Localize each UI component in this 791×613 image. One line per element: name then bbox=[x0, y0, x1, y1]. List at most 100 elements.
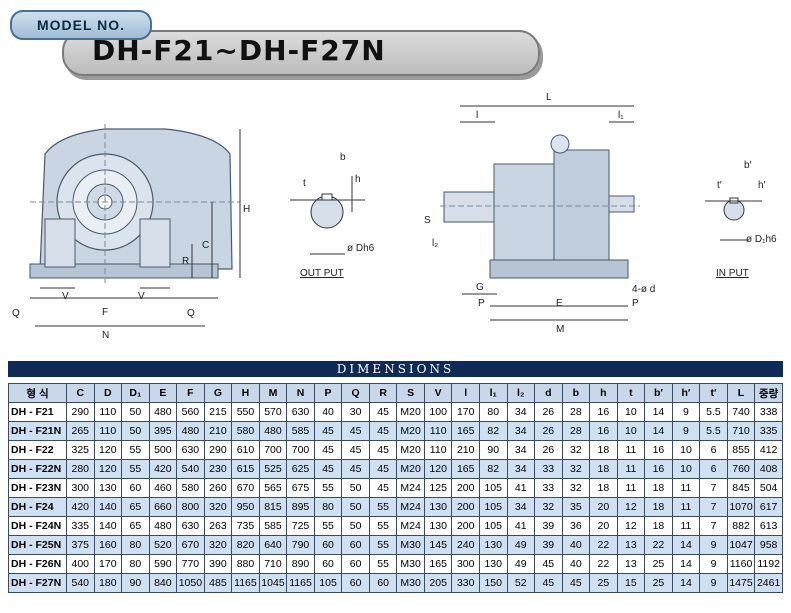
label-dia-D1: ø D₁h6 bbox=[746, 234, 777, 245]
table-cell: 120 bbox=[423, 459, 453, 479]
table-cell: 34 bbox=[506, 402, 536, 422]
table-cell: 845 bbox=[726, 478, 756, 498]
table-cell: 660 bbox=[148, 497, 178, 517]
table-cell: 855 bbox=[726, 440, 756, 460]
table-cell: 25 bbox=[644, 554, 673, 574]
table-cell: 55 bbox=[121, 459, 150, 479]
table-cell: 770 bbox=[176, 554, 205, 574]
table-cell: 1160 bbox=[726, 554, 756, 574]
table-cell: 11 bbox=[616, 440, 646, 460]
table-cell: 20 bbox=[589, 497, 618, 517]
table-cell: 140 bbox=[93, 516, 123, 536]
table-cell: 230 bbox=[203, 459, 233, 479]
table-cell: 950 bbox=[231, 497, 260, 517]
table-cell: 160 bbox=[93, 535, 123, 555]
table-cell: 65 bbox=[121, 497, 150, 517]
table-cell: 40 bbox=[561, 554, 591, 574]
table-cell: 9 bbox=[699, 573, 728, 593]
table-cell: 45 bbox=[341, 440, 370, 460]
table-cell: 39 bbox=[534, 516, 563, 536]
label-P-left: P bbox=[478, 298, 485, 309]
table-cell: 50 bbox=[341, 516, 370, 536]
table-cell: 120 bbox=[93, 440, 123, 460]
label-Q-right: Q bbox=[187, 308, 195, 319]
table-cell: 165 bbox=[451, 421, 480, 441]
table-cell: 34 bbox=[506, 440, 536, 460]
table-cell: 210 bbox=[451, 440, 480, 460]
header-cell: L bbox=[726, 383, 756, 403]
label-l1: l₁ bbox=[618, 110, 624, 121]
table-cell: 480 bbox=[148, 516, 178, 536]
table-cell: 1165 bbox=[231, 573, 260, 593]
table-cell: 110 bbox=[423, 421, 453, 441]
model-cell: DH - F21N bbox=[8, 421, 67, 441]
table-cell: 105 bbox=[313, 573, 343, 593]
table-cell: 90 bbox=[478, 440, 508, 460]
table-cell: 820 bbox=[231, 535, 260, 555]
table-cell: 412 bbox=[754, 440, 783, 460]
header-cell: l₁ bbox=[478, 383, 508, 403]
table-cell: 5.5 bbox=[699, 402, 728, 422]
table-cell: 105 bbox=[478, 478, 508, 498]
table-cell: 700 bbox=[286, 440, 315, 460]
table-cell: 570 bbox=[258, 402, 288, 422]
label-t: t bbox=[303, 178, 306, 189]
table-cell: 375 bbox=[66, 535, 95, 555]
table-cell: 585 bbox=[258, 516, 288, 536]
table-cell: 700 bbox=[258, 440, 288, 460]
table-cell: 45 bbox=[368, 402, 398, 422]
label-b: b bbox=[340, 152, 346, 163]
label-h: h bbox=[355, 174, 361, 185]
table-cell: 14 bbox=[644, 421, 673, 441]
table-cell: 105 bbox=[478, 497, 508, 517]
table-cell: 60 bbox=[341, 535, 370, 555]
table-cell: 580 bbox=[231, 421, 260, 441]
label-bolt-4d: 4-ø d bbox=[632, 284, 655, 295]
table-cell: M20 bbox=[396, 440, 425, 460]
table-cell: 6 bbox=[699, 459, 728, 479]
table-cell: 725 bbox=[286, 516, 315, 536]
table-cell: 41 bbox=[506, 516, 536, 536]
label-S: S bbox=[424, 215, 431, 226]
table-cell: 60 bbox=[313, 554, 343, 574]
table-cell: 50 bbox=[121, 421, 150, 441]
table-cell: 50 bbox=[341, 478, 370, 498]
model-cell: DH - F22 bbox=[8, 440, 67, 460]
table-cell: 34 bbox=[506, 421, 536, 441]
table-cell: 1165 bbox=[286, 573, 315, 593]
header-cell: E bbox=[148, 383, 178, 403]
table-cell: 180 bbox=[93, 573, 123, 593]
table-cell: 105 bbox=[478, 516, 508, 536]
table-cell: 33 bbox=[534, 478, 563, 498]
table-cell: 170 bbox=[93, 554, 123, 574]
table-cell: 590 bbox=[148, 554, 178, 574]
header-cell: Q bbox=[341, 383, 370, 403]
table-cell: 958 bbox=[754, 535, 783, 555]
table-cell: 320 bbox=[203, 535, 233, 555]
table-cell: 895 bbox=[286, 497, 315, 517]
table-cell: M24 bbox=[396, 497, 425, 517]
table-cell: 540 bbox=[66, 573, 95, 593]
table-cell: 110 bbox=[93, 402, 123, 422]
header-cell: F bbox=[176, 383, 205, 403]
table-cell: 9 bbox=[699, 554, 728, 574]
table-cell: 22 bbox=[589, 554, 618, 574]
table-cell: 260 bbox=[203, 478, 233, 498]
table-cell: 630 bbox=[176, 440, 205, 460]
table-cell: 840 bbox=[148, 573, 178, 593]
table-cell: 16 bbox=[644, 440, 673, 460]
table-cell: 215 bbox=[203, 402, 233, 422]
table-cell: 630 bbox=[286, 402, 315, 422]
table-cell: 560 bbox=[176, 402, 205, 422]
table-cell: 338 bbox=[754, 402, 783, 422]
table-cell: 18 bbox=[589, 478, 618, 498]
table-cell: M30 bbox=[396, 535, 425, 555]
output-label: OUT PUT bbox=[300, 268, 344, 279]
table-cell: 130 bbox=[93, 478, 123, 498]
table-cell: 32 bbox=[561, 440, 591, 460]
header-cell: h bbox=[589, 383, 618, 403]
table-cell: 540 bbox=[176, 459, 205, 479]
